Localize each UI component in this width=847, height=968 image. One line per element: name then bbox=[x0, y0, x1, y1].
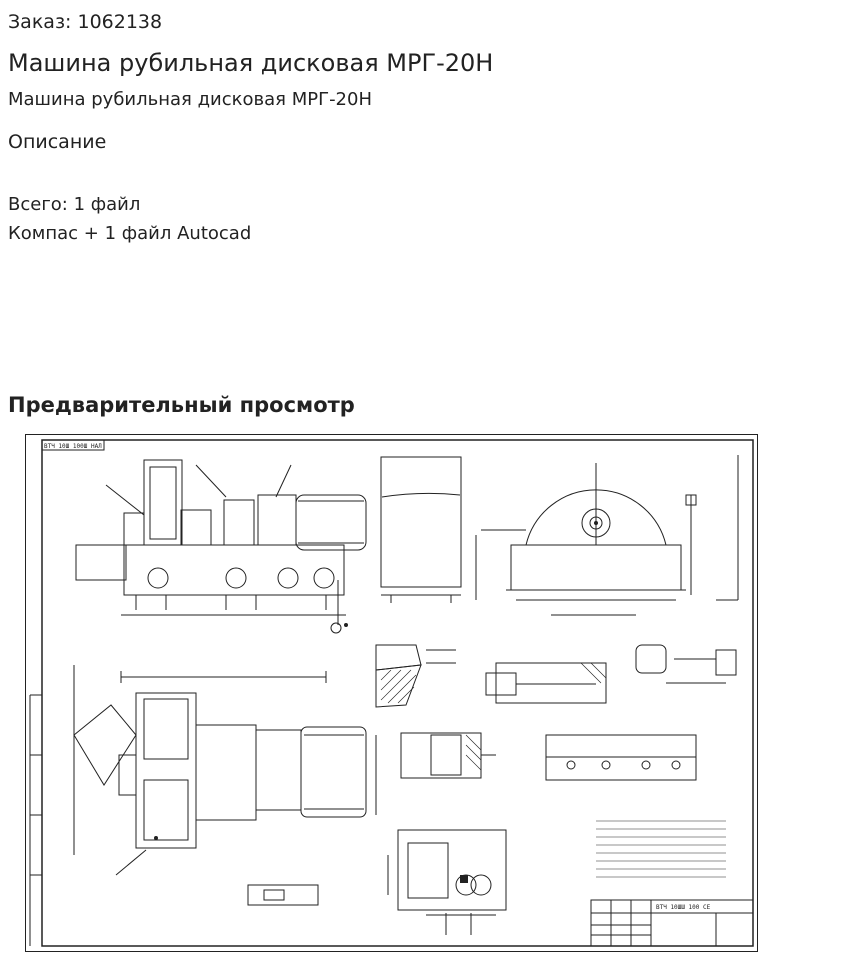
description-heading: Описание bbox=[8, 131, 107, 153]
preview-heading: Предварительный просмотр bbox=[8, 393, 355, 417]
drawing-corner-text: ВТЧ 10Ш 100Ш НАЛ bbox=[44, 443, 102, 450]
drawing-preview-image[interactable]: ВТЧ 10ШШ 100 СЕ ВТЧ 10Ш 100Ш НАЛ bbox=[25, 434, 758, 952]
page-title: Машина рубильная дисковая МРГ-20Н bbox=[8, 49, 494, 77]
files-total: Всего: 1 файл bbox=[8, 194, 141, 215]
technical-drawing: ВТЧ 10ШШ 100 СЕ ВТЧ 10Ш 100Ш НАЛ bbox=[29, 439, 754, 947]
files-formats: Компас + 1 файл Autocad bbox=[8, 223, 252, 244]
order-number: Заказ: 1062138 bbox=[8, 11, 163, 33]
product-subtitle: Машина рубильная дисковая МРГ-20Н bbox=[8, 89, 372, 110]
drawing-stamp-text: ВТЧ 10ШШ 100 СЕ bbox=[656, 904, 711, 911]
